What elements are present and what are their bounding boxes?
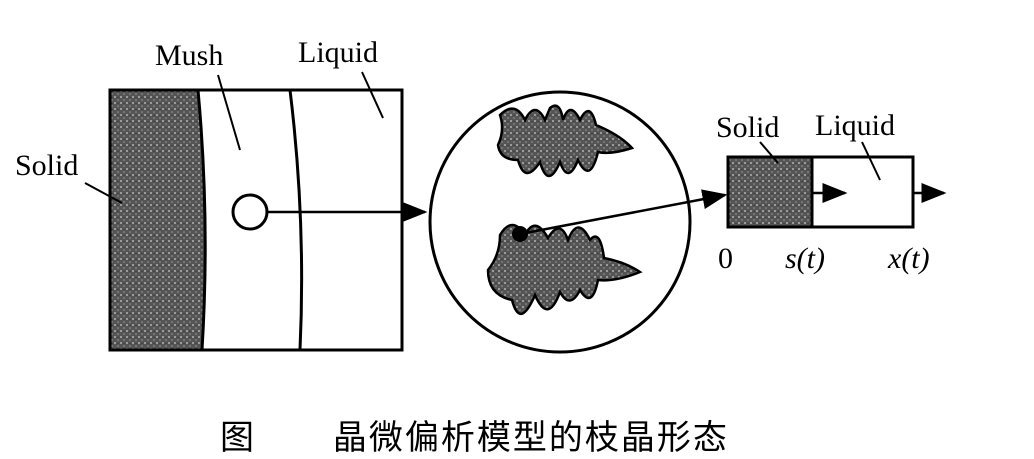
figure-caption: 图 晶微偏析模型的枝晶形态: [220, 410, 729, 459]
one-dimensional-model: [726, 155, 947, 229]
microsegregation-diagram: Solid Mush Liquid Solid Liquid 0 s(t) x(…: [15, 36, 947, 354]
solid-region: [110, 90, 206, 350]
axis-origin: 0: [718, 242, 733, 275]
caption-title: 晶微偏析模型的枝晶形态: [332, 418, 729, 458]
label-liquid-left: Liquid: [298, 36, 378, 69]
label-solid-left: Solid: [15, 149, 78, 182]
magnified-dendrites: [428, 90, 692, 354]
sample-circle: [231, 193, 269, 231]
casting-cross-section: [108, 88, 404, 352]
axis-s: s(t): [785, 242, 825, 275]
label-mush: Mush: [155, 39, 223, 72]
caption-figure: 图: [220, 418, 256, 458]
axis-x: x(t): [887, 242, 930, 275]
label-liquid-right: Liquid: [815, 109, 895, 142]
liquidus-line: [288, 89, 304, 351]
label-solid-right: Solid: [716, 111, 779, 144]
